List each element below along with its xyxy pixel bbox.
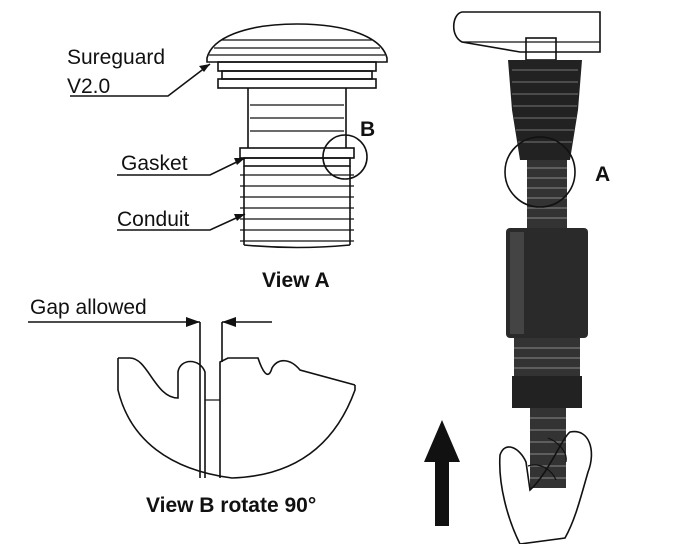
view-b-illustration	[117, 322, 356, 479]
conduit-label: Conduit	[117, 208, 190, 231]
view-a-caption: View A	[262, 269, 330, 292]
sureguard-version-label: V2.0	[67, 75, 110, 98]
view-b-caption: View B rotate 90°	[146, 494, 316, 517]
leader-lines-view-a	[70, 63, 246, 231]
sureguard-label: Sureguard	[67, 46, 165, 69]
detail-a-marker: A	[595, 163, 610, 186]
gap-allowed-label: Gap allowed	[30, 296, 147, 319]
detail-b-marker: B	[360, 118, 375, 141]
assembly-illustration	[452, 11, 601, 488]
gap-dimension	[28, 317, 272, 327]
detail-b-circle	[322, 134, 368, 180]
gasket-label: Gasket	[121, 152, 188, 175]
view-a-illustration	[206, 23, 388, 249]
detail-a-circle	[504, 136, 576, 208]
push-up-arrow-icon	[424, 420, 460, 526]
hand-illustration	[498, 430, 593, 544]
